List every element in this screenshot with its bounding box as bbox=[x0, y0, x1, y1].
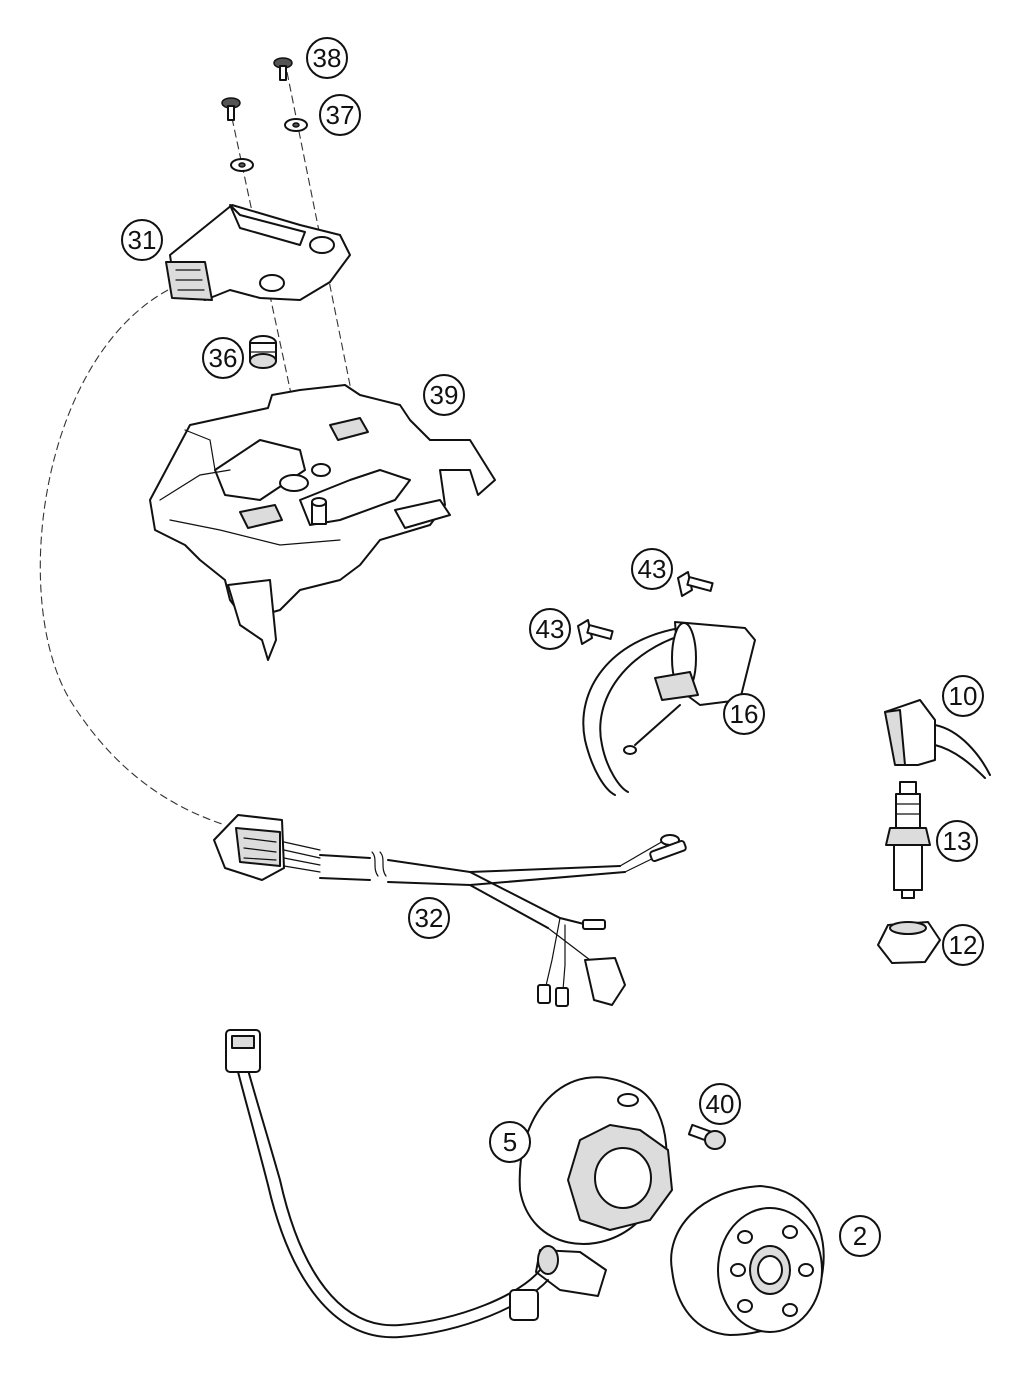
callout-43-lower: 43 bbox=[529, 608, 571, 650]
cdi-unit-31-part bbox=[165, 204, 351, 301]
sealing-ring-12-part bbox=[877, 921, 941, 964]
callout-label: 40 bbox=[706, 1089, 735, 1119]
callout-label: 43 bbox=[536, 614, 565, 644]
screw-38-part bbox=[273, 57, 293, 81]
callout-37: 37 bbox=[319, 94, 361, 136]
screw-left-part bbox=[221, 97, 254, 172]
callout-label: 37 bbox=[326, 100, 355, 130]
bolt-43-upper-part bbox=[677, 571, 714, 597]
bolt-43-lower-part bbox=[577, 619, 614, 645]
callout-16: 16 bbox=[723, 693, 765, 735]
callout-13: 13 bbox=[936, 820, 978, 862]
grommet-36-part bbox=[249, 335, 277, 369]
callout-36: 36 bbox=[202, 337, 244, 379]
washer-37-part bbox=[284, 118, 308, 132]
callout-label: 5 bbox=[503, 1127, 517, 1157]
callout-32: 32 bbox=[408, 897, 450, 939]
callout-label: 2 bbox=[853, 1221, 867, 1251]
callout-40: 40 bbox=[699, 1083, 741, 1125]
callout-label: 31 bbox=[128, 225, 157, 255]
callout-label: 13 bbox=[943, 826, 972, 856]
callout-label: 36 bbox=[209, 343, 238, 373]
callout-12: 12 bbox=[942, 924, 984, 966]
callout-43-upper: 43 bbox=[631, 548, 673, 590]
spark-plug-cap-10-part bbox=[884, 699, 991, 779]
callout-10: 10 bbox=[942, 675, 984, 717]
ignition-coil-16-part bbox=[582, 621, 756, 796]
spark-plug-13-part bbox=[885, 781, 931, 899]
leader-cdi-to-harness bbox=[39, 289, 226, 826]
callout-label: 43 bbox=[638, 554, 667, 584]
callout-39: 39 bbox=[423, 374, 465, 416]
wiring-harness-32-part bbox=[213, 814, 687, 1007]
callout-38: 38 bbox=[306, 37, 348, 79]
nut-40-part bbox=[687, 1123, 726, 1150]
stator-5-part bbox=[225, 1029, 673, 1339]
callout-31: 31 bbox=[121, 219, 163, 261]
callout-label: 16 bbox=[730, 699, 759, 729]
callout-label: 32 bbox=[415, 903, 444, 933]
callout-2: 2 bbox=[839, 1215, 881, 1257]
flywheel-2-part bbox=[670, 1185, 825, 1336]
callout-label: 39 bbox=[430, 380, 459, 410]
bracket-39-part bbox=[149, 384, 496, 661]
callout-label: 38 bbox=[313, 43, 342, 73]
callout-5: 5 bbox=[489, 1121, 531, 1163]
callout-label: 12 bbox=[949, 930, 978, 960]
callout-label: 10 bbox=[949, 681, 978, 711]
